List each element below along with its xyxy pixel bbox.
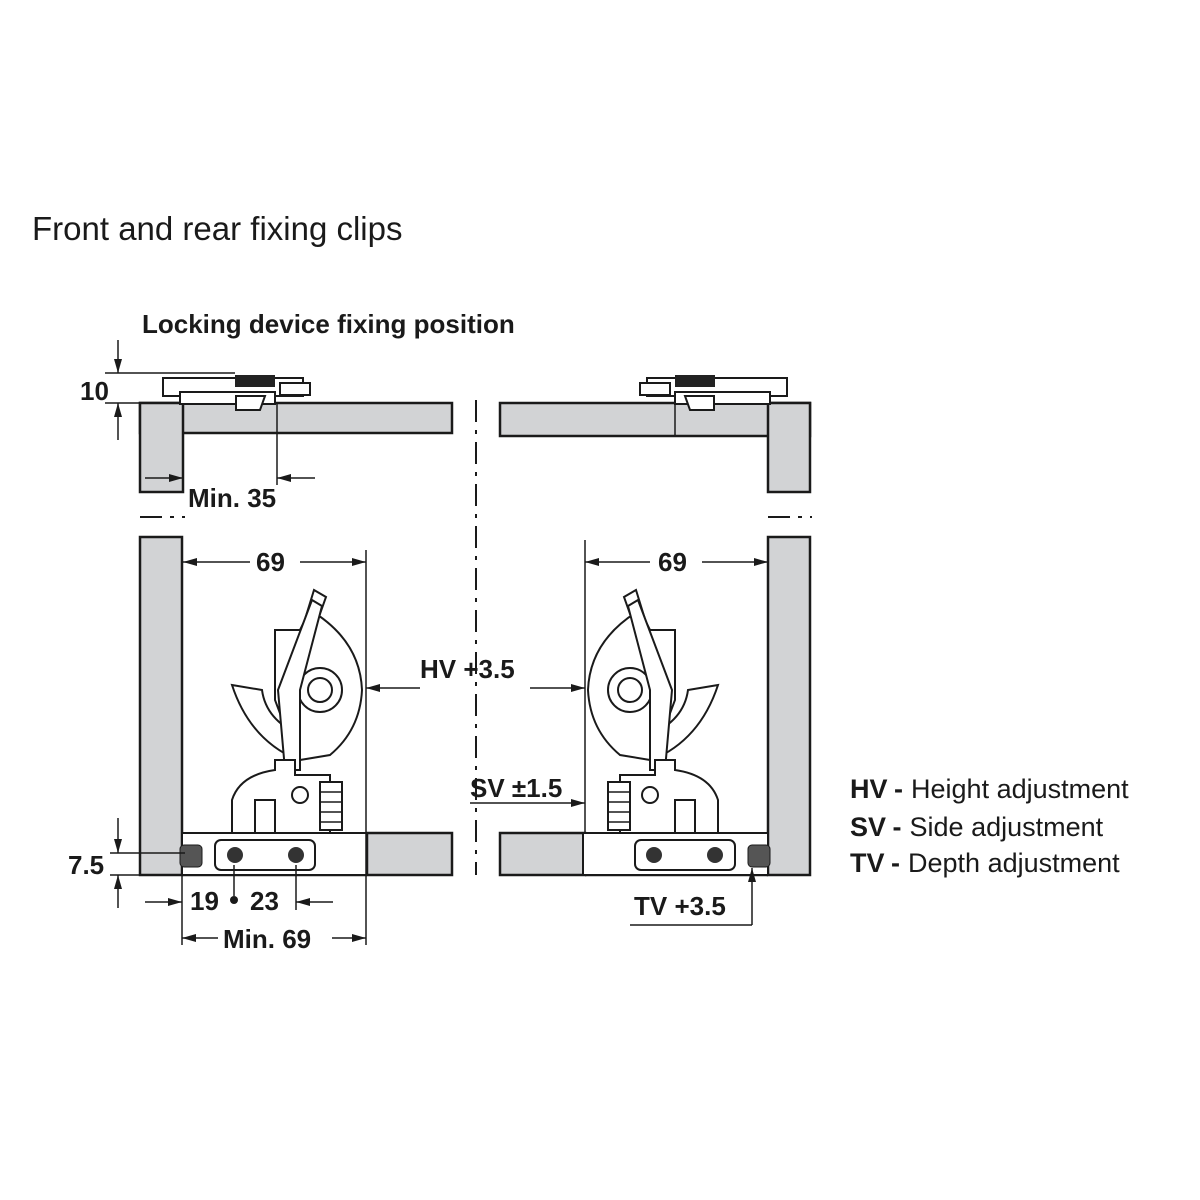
page-title: Front and rear fixing clips (32, 210, 403, 247)
dim-min-69: Min. 69 (223, 924, 311, 954)
left-front-view: 69 7.5 19 23 Min. 69 (68, 535, 454, 954)
left-top-view: 10 Min. 35 (80, 340, 454, 518)
subtitle: Locking device fixing position (142, 309, 515, 339)
dim-19: 19 (190, 886, 219, 916)
legend: HV-Height adjustment SV-Side adjustment … (850, 774, 1129, 878)
dim-tv: TV +3.5 (634, 891, 726, 921)
right-top-view (498, 374, 812, 518)
right-front-view: 69 SV ±1.5 TV +3.5 (470, 535, 812, 926)
dim-23: 23 (250, 886, 279, 916)
dim-bottom-height: 7.5 (68, 850, 104, 880)
dim-width-right: 69 (658, 547, 687, 577)
dim-top-height: 10 (80, 376, 109, 406)
legend-item-sv: SV-Side adjustment (850, 812, 1104, 842)
dim-hv: HV +3.5 (420, 654, 515, 684)
legend-item-hv: HV-Height adjustment (850, 774, 1129, 804)
legend-item-tv: TV-Depth adjustment (850, 848, 1120, 878)
dim-width-left: 69 (256, 547, 285, 577)
dim-min-35: Min. 35 (188, 483, 276, 513)
dim-sv: SV ±1.5 (470, 773, 562, 803)
